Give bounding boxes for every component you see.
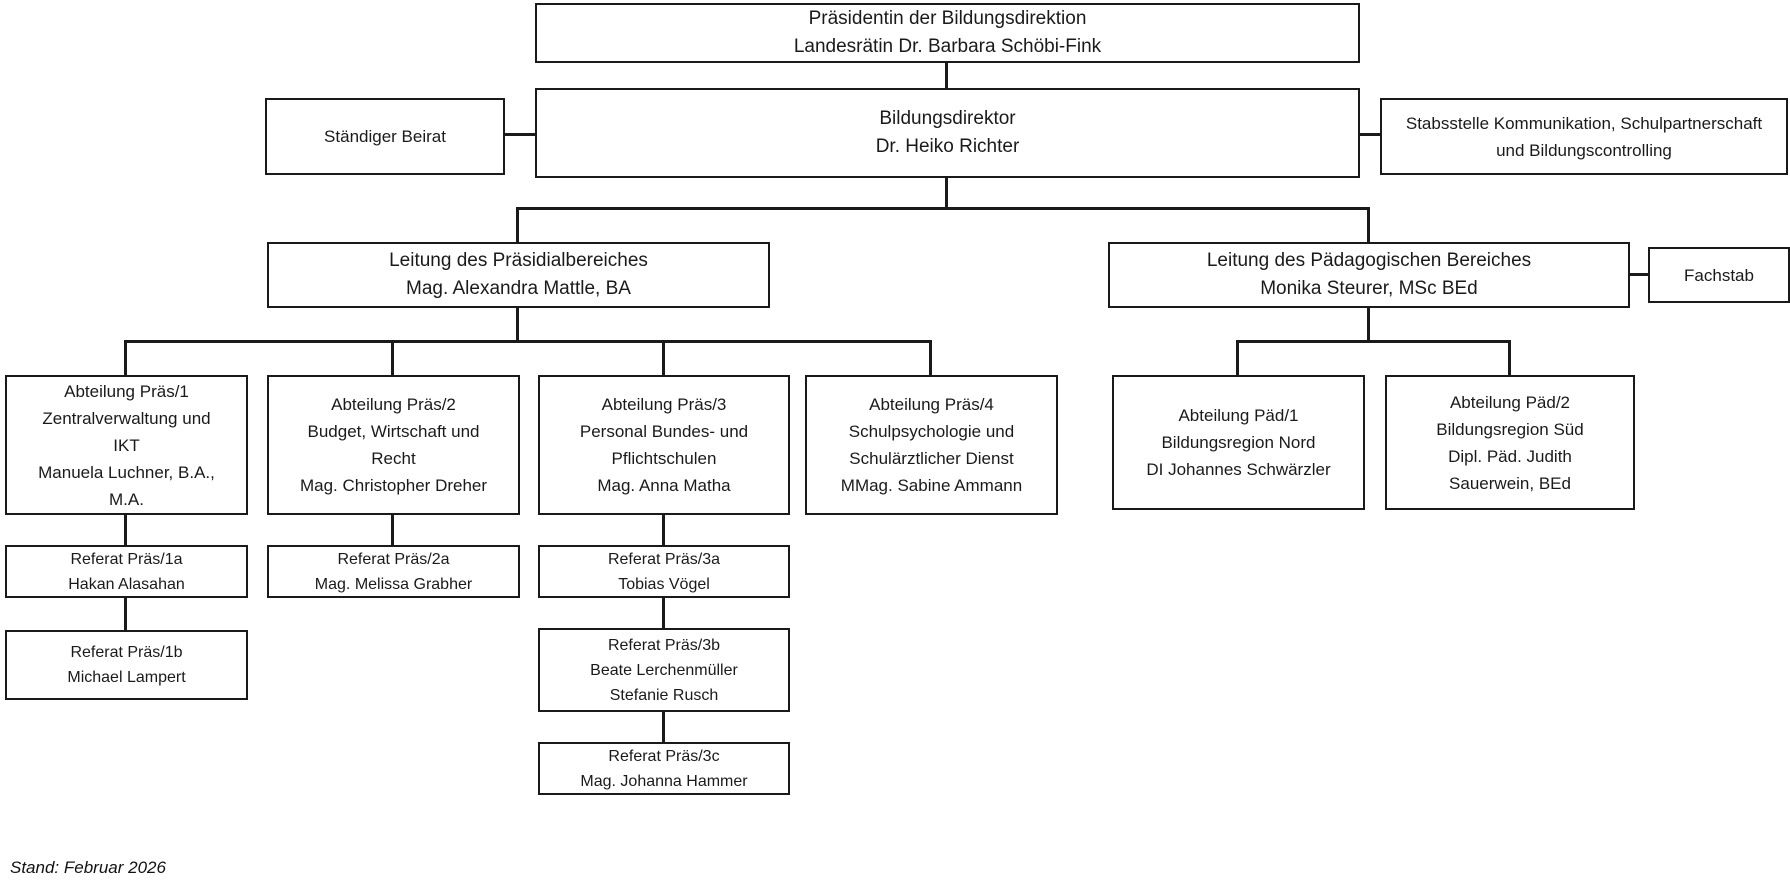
connector-paedagogisch-bus xyxy=(1236,340,1511,343)
connector-drop-abteilung-paed-2 xyxy=(1508,340,1511,375)
node-line: Fachstab xyxy=(1684,265,1754,285)
node-line: Hakan Alasahan xyxy=(68,575,185,593)
node-line: Schulpsychologie und xyxy=(848,422,1015,441)
node-line: DI Johannes Schwärzler xyxy=(1146,460,1331,479)
node-line: und Bildungscontrolling xyxy=(1496,140,1672,160)
connector-drop-abteilung-praes-2 xyxy=(391,340,394,375)
connector-abt3-referat-3a xyxy=(662,515,665,545)
org-node-stabsstelle: Stabsstelle Kommunikation, Schulpartners… xyxy=(1380,98,1788,175)
node-line: Michael Lampert xyxy=(67,669,186,686)
node-line: Pflichtschulen xyxy=(611,449,717,468)
node-line: Personal Bundes- und xyxy=(579,422,749,441)
node-line: Mag. Melissa Grabher xyxy=(314,575,473,593)
node-line: Referat Präs/1b xyxy=(70,644,183,661)
connector-drop-abteilung-paed-1 xyxy=(1236,340,1239,375)
node-line: Bildungsregion Nord xyxy=(1161,433,1316,452)
connector-fachstab-stub xyxy=(1630,273,1648,276)
node-line: Leitung des Pädagogischen Bereiches xyxy=(1206,250,1532,271)
node-line: Stefanie Rusch xyxy=(609,686,719,704)
node-line: Dipl. Päd. Judith xyxy=(1448,446,1572,466)
node-line: Abteilung Präs/2 xyxy=(331,395,456,414)
connector-referat-1a-1b xyxy=(124,598,127,630)
connector-drop-abteilung-praes-3 xyxy=(662,340,665,375)
connector-main-bus xyxy=(516,207,1370,210)
node-line: Abteilung Päd/1 xyxy=(1178,406,1299,425)
node-line: MMag. Sabine Ammann xyxy=(840,476,1023,495)
connector-praesidentin-bildungsdirektor xyxy=(945,62,948,90)
node-line: Budget, Wirtschaft und xyxy=(307,422,480,441)
connector-abt2-referat-2a xyxy=(391,515,394,545)
connector-drop-abteilung-praes-1 xyxy=(124,340,127,375)
node-line: Beate Lerchenmüller xyxy=(590,661,738,679)
node-line: Zentralverwaltung und xyxy=(42,408,211,428)
node-line: Präsidentin der Bildungsdirektion xyxy=(808,8,1087,29)
node-line: Referat Präs/1a xyxy=(70,550,183,568)
org-node-fachstab: Fachstab xyxy=(1648,247,1790,303)
connector-drop-leitung-paedagogisch xyxy=(1367,207,1370,242)
node-line: IKT xyxy=(113,435,140,455)
connector-abt1-referat-1a xyxy=(124,515,127,545)
connector-stabsstelle-stub xyxy=(1360,133,1380,136)
connector-referat-3a-3b xyxy=(662,598,665,628)
node-line: Referat Präs/3a xyxy=(607,550,721,568)
connector-drop-leitung-praesidial xyxy=(516,207,519,242)
node-line: Referat Präs/3c xyxy=(608,747,720,765)
node-line: Abteilung Präs/4 xyxy=(869,395,994,414)
node-line: Stabsstelle Kommunikation, Schulpartners… xyxy=(1405,113,1763,133)
connector-leitung-paedagogisch-down xyxy=(1367,308,1370,343)
connector-praesidial-bus xyxy=(124,340,932,343)
connector-referat-3b-3c xyxy=(662,712,665,742)
node-line: Tobias Vögel xyxy=(618,575,710,593)
node-line: Abteilung Päd/2 xyxy=(1449,392,1571,412)
node-line: Monika Steurer, MSc BEd xyxy=(1260,278,1478,299)
org-node-staendiger-beirat: Ständiger Beirat xyxy=(265,98,505,175)
node-line: Mag. Christopher Dreher xyxy=(299,476,488,495)
connector-beirat-stub xyxy=(505,133,535,136)
node-line: Landesrätin Dr. Barbara Schöbi-Fink xyxy=(793,36,1102,57)
node-line: M.A. xyxy=(109,489,144,509)
connector-drop-abteilung-praes-4 xyxy=(929,340,932,375)
node-line: Bildungsdirektor xyxy=(879,108,1016,129)
node-line: Referat Präs/3b xyxy=(607,636,721,654)
node-line: Leitung des Präsidialbereiches xyxy=(389,250,648,271)
node-line: Referat Präs/2a xyxy=(337,550,450,568)
node-line: Bildungsregion Süd xyxy=(1436,419,1584,439)
node-line: Sauerwein, BEd xyxy=(1449,473,1571,493)
node-line: Abteilung Präs/1 xyxy=(64,381,189,401)
node-line: Ständiger Beirat xyxy=(324,127,446,146)
node-line: Mag. Anna Matha xyxy=(597,476,731,495)
node-line: Dr. Heiko Richter xyxy=(875,136,1020,157)
node-line: Schulärztlicher Dienst xyxy=(849,449,1014,468)
connector-bildungsdirektor-down xyxy=(945,178,948,210)
node-line: Mag. Alexandra Mattle, BA xyxy=(406,278,631,299)
node-line: Manuela Luchner, B.A., xyxy=(38,462,215,482)
connector-leitung-praesidial-down xyxy=(516,308,519,343)
node-line: Abteilung Präs/3 xyxy=(601,395,727,414)
node-line: Mag. Johanna Hammer xyxy=(580,772,748,790)
status-note: Stand: Februar 2026 xyxy=(10,858,166,877)
node-line: Recht xyxy=(371,449,416,468)
